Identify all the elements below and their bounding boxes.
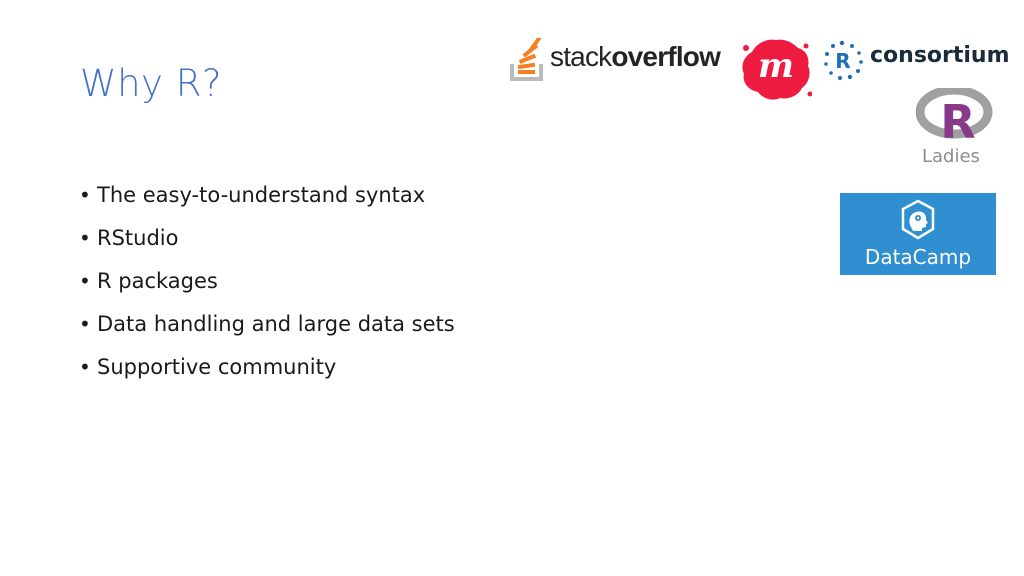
bullet-text: RStudio: [97, 226, 179, 250]
bullet-list: • The easy-to-understand syntax • RStudi…: [79, 174, 455, 389]
r-consortium-wordmark: consortium: [870, 43, 1010, 68]
stackoverflow-logo: stackoverflow: [510, 38, 722, 82]
bullet-icon: •: [79, 312, 91, 336]
r-ladies-wordmark: Ladies: [922, 146, 980, 167]
meetup-letter: m: [758, 46, 794, 86]
list-item: • The easy-to-understand syntax: [79, 174, 455, 217]
stackoverflow-icon: [510, 38, 543, 81]
list-item: • Supportive community: [79, 346, 455, 389]
list-item: • R packages: [79, 260, 455, 303]
datacamp-logo: DataCamp: [840, 193, 996, 275]
bullet-icon: •: [79, 183, 91, 207]
meetup-logo: m: [740, 36, 812, 102]
r-consortium-letter: R: [835, 49, 850, 73]
list-item: • RStudio: [79, 217, 455, 260]
list-item: • Data handling and large data sets: [79, 303, 455, 346]
r-consortium-logo: R consortium: [822, 40, 1010, 80]
meetup-icon: [742, 39, 812, 100]
bullet-icon: •: [79, 355, 91, 379]
r-ladies-logo: R Ladies: [916, 88, 994, 170]
stackoverflow-word-overflow: overflow: [611, 41, 721, 72]
datacamp-head-icon: [901, 199, 935, 240]
stackoverflow-word-stack: stack: [550, 41, 612, 72]
stackoverflow-wordmark: stackoverflow: [550, 41, 721, 73]
bullet-text: R packages: [97, 269, 218, 293]
bullet-text: The easy-to-understand syntax: [97, 183, 426, 207]
r-ladies-icon: R: [916, 88, 993, 148]
bullet-icon: •: [79, 269, 91, 293]
bullet-text: Data handling and large data sets: [97, 312, 455, 336]
r-ladies-letter: R: [940, 95, 975, 148]
bullet-text: Supportive community: [97, 355, 337, 379]
datacamp-wordmark: DataCamp: [864, 245, 972, 269]
bullet-icon: •: [79, 226, 91, 250]
r-consortium-icon: R: [824, 40, 863, 80]
slide-title: Why R?: [80, 62, 223, 105]
